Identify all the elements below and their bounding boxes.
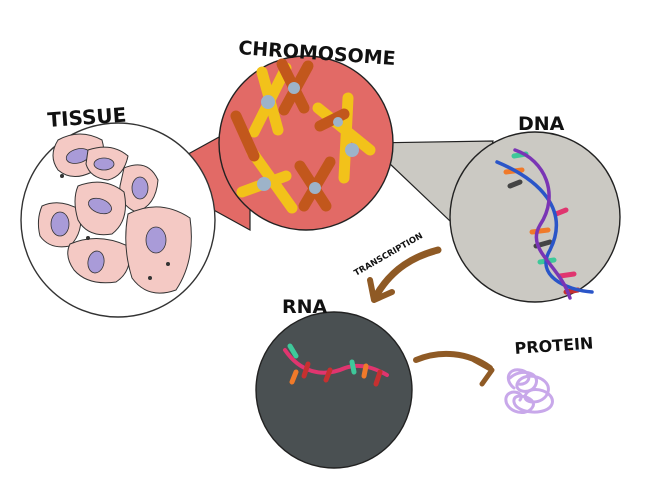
protein-group: PROTEIN xyxy=(504,334,594,414)
chromosome-icon xyxy=(230,58,376,214)
dna-helix-icon xyxy=(495,148,594,300)
dna-circle xyxy=(449,131,621,303)
rna-circle xyxy=(255,311,413,469)
rna-strand-icon xyxy=(283,343,389,387)
transcription-label: TRANSCRIPTION xyxy=(353,231,425,278)
rna-group: RNA xyxy=(255,296,413,469)
tissue-cells-icon xyxy=(37,133,192,294)
rna-label: RNA xyxy=(282,296,328,318)
protein-coil-icon xyxy=(504,368,554,414)
tissue-group: TISSUE xyxy=(20,103,216,318)
transcription-arrow: TRANSCRIPTION xyxy=(353,231,442,303)
translation-arrow xyxy=(413,350,495,387)
dna-group: DNA xyxy=(449,113,621,303)
chromosome-group: CHROMOSOME xyxy=(218,37,396,231)
protein-label: PROTEIN xyxy=(514,334,594,358)
dna-label: DNA xyxy=(518,113,565,135)
tissue-label: TISSUE xyxy=(47,103,127,132)
